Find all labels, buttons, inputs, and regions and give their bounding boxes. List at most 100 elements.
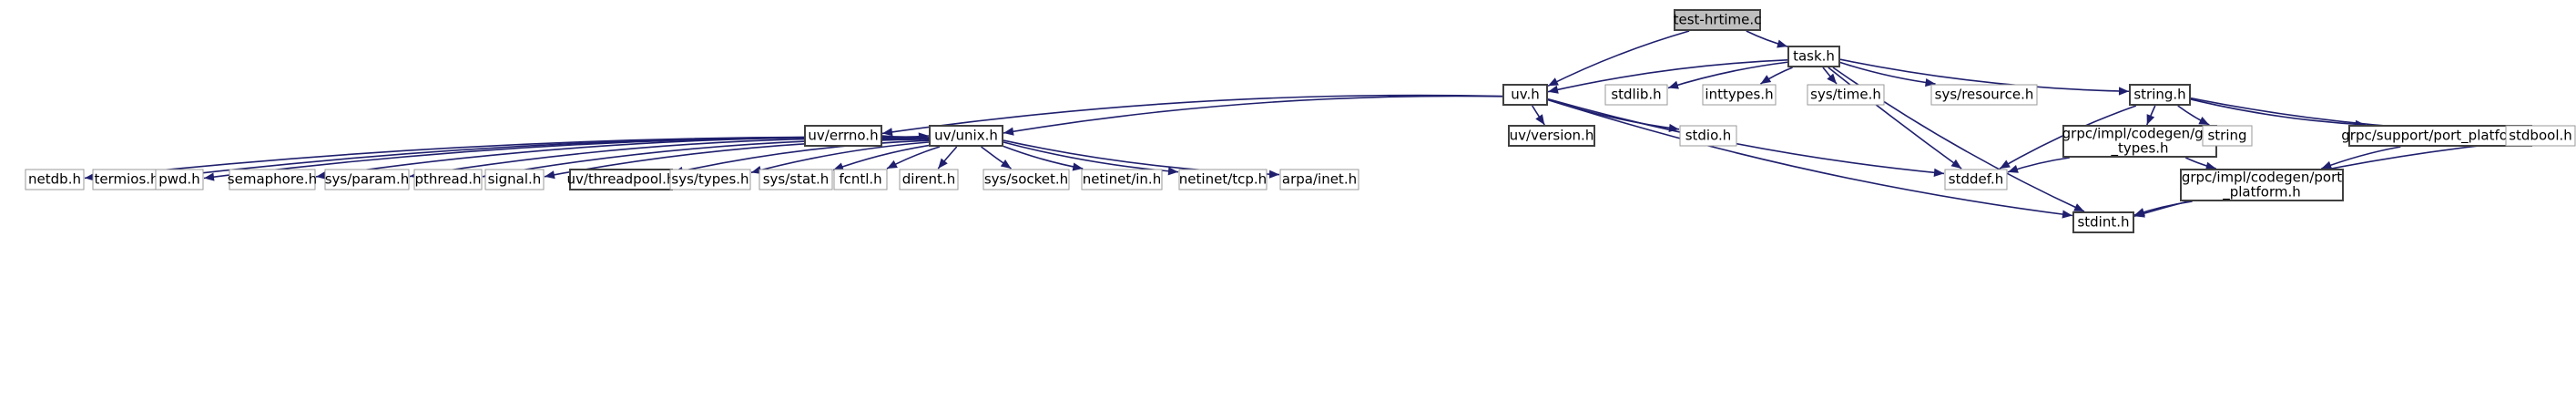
graph-node-uv-threadpool-h[interactable]: uv/threadpool.h <box>567 169 676 190</box>
graph-node-stdlib-h[interactable]: stdlib.h <box>1604 84 1668 106</box>
node-box <box>899 169 959 190</box>
node-box <box>929 125 1003 147</box>
graph-node-grpc-impl-codegen-port-platform-h[interactable]: grpc/impl/codegen/port_platform.h <box>2180 169 2344 201</box>
graph-node-semaphore-h[interactable]: semaphore.h <box>228 169 317 190</box>
node-box <box>2072 211 2134 233</box>
edge-task-h-to-sys-resource-h <box>1839 61 1936 85</box>
node-box <box>1679 125 1737 147</box>
node-box <box>1930 84 2038 106</box>
node-label: netdb.h <box>28 171 81 188</box>
node-label: uv/version.h <box>1510 128 1594 144</box>
graph-node-stdbool-h[interactable]: stdbool.h <box>2505 125 2576 147</box>
arrow-head <box>2198 117 2210 125</box>
node-label: uv/errno.h <box>808 128 878 144</box>
node-label: stdbool.h <box>2509 128 2572 144</box>
graph-node-arpa-inet-h[interactable]: arpa/inet.h <box>1279 169 1359 190</box>
node-label: pthread.h <box>415 171 482 188</box>
graph-node-string-h[interactable]: string.h <box>2129 84 2191 106</box>
node-label: test-hrtime.c <box>1674 12 1762 28</box>
node-label: task.h <box>1793 48 1835 65</box>
node-box <box>324 169 410 190</box>
graph-node-uv-version-h[interactable]: uv/version.h <box>1508 125 1595 147</box>
arrow-head <box>833 162 844 171</box>
arrow-head <box>2073 203 2085 211</box>
arrow-head <box>204 172 215 181</box>
node-box <box>1944 169 2008 190</box>
graph-node-uv-errno-h[interactable]: uv/errno.h <box>804 125 882 147</box>
graph-node-sys-param-h[interactable]: sys/param.h <box>324 169 410 190</box>
graph-node-sys-socket-h[interactable]: sys/socket.h <box>983 169 1070 190</box>
node-label: uv.h <box>1511 87 1540 103</box>
graph-node-inttypes-h[interactable]: inttypes.h <box>1702 84 1777 106</box>
node-label: _types.h <box>2110 140 2168 158</box>
node-label: netinet/tcp.h <box>1179 171 1267 188</box>
node-box <box>2180 169 2344 201</box>
node-box <box>1807 84 1885 106</box>
edge-test-hrtime-c-to-uv-h <box>1547 30 1690 87</box>
graph-node-sys-types-h[interactable]: sys/types.h <box>669 169 751 190</box>
arrow-head <box>1072 162 1084 171</box>
graph-node-task-h[interactable]: task.h <box>1787 46 1840 67</box>
node-label: grpc/impl/codegen/port <box>2182 170 2342 186</box>
node-box <box>155 169 204 190</box>
arrow-head <box>2118 87 2129 96</box>
edge-grpc-support-port-platform-h-to-grpc-impl-codegen-port-platform-h <box>2321 146 2401 170</box>
edge-uv-unix-h-to-uv-threadpool-h <box>672 139 930 174</box>
graph-node-stdint-h[interactable]: stdint.h <box>2072 211 2134 233</box>
node-box <box>833 169 888 190</box>
node-label: fcntl.h <box>839 171 881 188</box>
graph-node-fcntl-h[interactable]: fcntl.h <box>833 169 888 190</box>
node-label: string.h <box>2133 87 2185 103</box>
graph-node-grpc-impl-codegen-gpr-types-h[interactable]: grpc/impl/codegen/gpr_types.h <box>2062 125 2219 158</box>
graph-node-netinet-tcp-h[interactable]: netinet/tcp.h <box>1178 169 1268 190</box>
arrow-head <box>1003 127 1014 136</box>
graph-node-pthread-h[interactable]: pthread.h <box>413 169 483 190</box>
graph-node-netdb-h[interactable]: netdb.h <box>25 169 85 190</box>
graph-node-sys-time-h[interactable]: sys/time.h <box>1807 84 1885 106</box>
edge-string-h-to-grpc-support-port-platform-h <box>2190 98 2366 126</box>
arrow-head <box>1548 77 1559 87</box>
graph-node-test-hrtime-c[interactable]: test-hrtime.c <box>1674 9 1762 31</box>
arrow-head <box>882 128 893 137</box>
node-box <box>1508 125 1595 147</box>
graph-node-termios-h[interactable]: termios.h <box>92 169 161 190</box>
node-box <box>1674 9 1761 31</box>
graph-node-uv-unix-h[interactable]: uv/unix.h <box>929 125 1003 147</box>
edge-uv-h-to-uv-errno-h <box>881 94 1503 135</box>
graph-node-uv-h[interactable]: uv.h <box>1502 84 1548 106</box>
arrow-head <box>2321 160 2333 170</box>
node-label: uv/unix.h <box>934 128 998 144</box>
graph-node-sys-resource-h[interactable]: sys/resource.h <box>1930 84 2038 106</box>
arrow-head <box>887 159 898 169</box>
graph-node-string[interactable]: string <box>2202 125 2253 147</box>
arrow-head <box>2204 161 2216 170</box>
node-label: netinet/in.h <box>1083 171 1161 188</box>
graph-node-stdio-h[interactable]: stdio.h <box>1679 125 1737 147</box>
node-box <box>1502 84 1548 106</box>
graph-node-dirent-h[interactable]: dirent.h <box>899 169 959 190</box>
arrow-head <box>316 170 327 180</box>
arrow-head <box>1167 167 1178 176</box>
graph-node-pwd-h[interactable]: pwd.h <box>155 169 204 190</box>
arrow-head <box>1668 80 1679 89</box>
node-box <box>1787 46 1840 67</box>
arrow-head <box>1000 159 1012 169</box>
node-box <box>1081 169 1163 190</box>
graph-node-netinet-in-h[interactable]: netinet/in.h <box>1081 169 1163 190</box>
graph-node-sys-stat-h[interactable]: sys/stat.h <box>759 169 833 190</box>
edge-task-h-to-stddef-h <box>1828 67 1962 170</box>
arrow-head <box>1760 75 1772 84</box>
arrow-head <box>1925 78 1936 87</box>
arrow-head <box>2062 210 2072 219</box>
arrow-head <box>1777 39 1787 48</box>
node-label: signal.h <box>488 171 542 188</box>
node-box <box>2505 125 2576 147</box>
graph-node-grpc-support-port-platform-h[interactable]: grpc/support/port_platform.h <box>2341 125 2540 147</box>
node-label: termios.h <box>94 171 158 188</box>
graph-node-stddef-h[interactable]: stddef.h <box>1944 169 2008 190</box>
node-box <box>804 125 882 147</box>
node-label: sys/types.h <box>671 171 748 188</box>
node-box <box>25 169 85 190</box>
graph-node-signal-h[interactable]: signal.h <box>484 169 545 190</box>
arrow-head <box>1933 168 1944 177</box>
